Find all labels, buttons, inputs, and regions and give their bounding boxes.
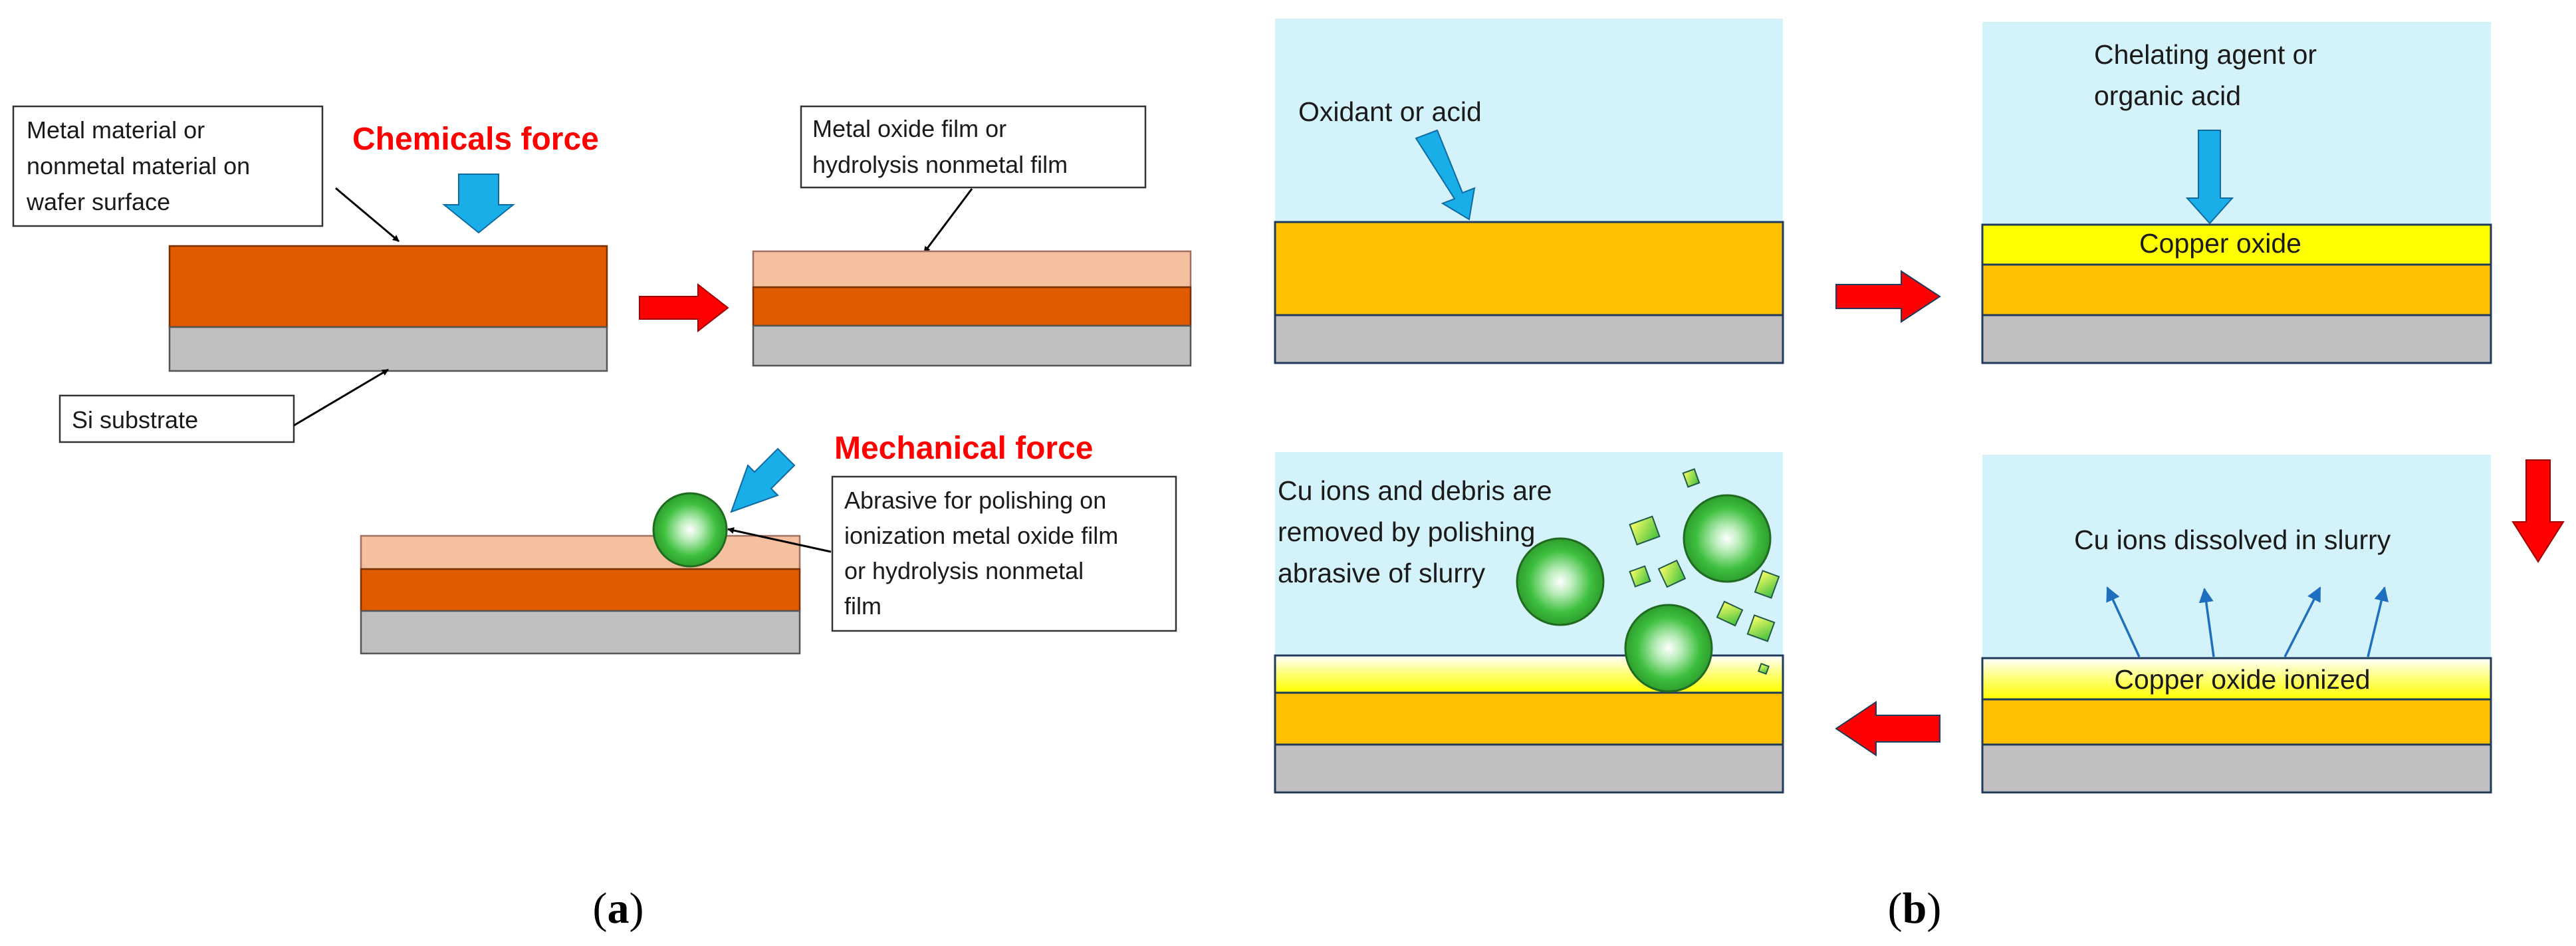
wafer-stack-initial: [168, 245, 608, 372]
abrasive-particle-icon: [1516, 537, 1605, 626]
wafer-stack-polishing: [360, 534, 801, 655]
panel-b-caption: (b): [1888, 884, 1942, 933]
step-ionization: Cu ions dissolved in slurry Copper oxide…: [1981, 455, 2492, 794]
abrasive-particle-icon: [1683, 494, 1772, 583]
abrasive-particle-icon: [1624, 604, 1713, 693]
step-arrow-right-icon: [1835, 270, 1941, 323]
abrasive-line-3: or hydrolysis nonmetal: [844, 557, 1084, 584]
panel-a: Metal material or nonmetal material on w…: [12, 105, 1192, 933]
panel-a-caption: (a): [593, 884, 644, 933]
chemicals-force-label: Chemicals force: [352, 122, 599, 157]
oxidant-label: Oxidant or acid: [1298, 96, 1482, 127]
panel-b: Oxidant or acid Chelating agent or organ…: [1274, 19, 2565, 933]
abrasive-particle-icon: [652, 492, 728, 568]
mechanical-force-label: Mechanical force: [834, 431, 1093, 466]
metal-material-line-2: nonmetal material on: [27, 152, 250, 179]
oxide-film-callout: Metal oxide film or hydrolysis nonmetal …: [800, 105, 1147, 253]
mechanical-force-arrow-icon: [730, 447, 796, 513]
metal-material-line-3: wafer surface: [26, 188, 170, 215]
step-arrow-down-icon: [2512, 459, 2565, 563]
oxide-film-line-2: hydrolysis nonmetal film: [812, 151, 1068, 178]
abrasive-line-1: Abrasive for polishing on: [844, 487, 1106, 514]
abrasive-line-4: film: [844, 592, 881, 620]
oxidant-arrow-icon: [1415, 129, 1476, 221]
metal-material-callout: Metal material or nonmetal material on w…: [12, 105, 400, 243]
debris-fragments: [1629, 468, 1780, 675]
removal-label-line-1: Cu ions and debris are: [1278, 475, 1552, 506]
step-arrow-left-icon: [1835, 701, 1940, 757]
step-oxidation: Oxidant or acid: [1274, 19, 1784, 364]
step-chelation: Chelating agent or organic acid Copper o…: [1981, 22, 2492, 364]
oxide-film-line-1: Metal oxide film or: [812, 115, 1006, 142]
abrasive-callout: Abrasive for polishing on ionization met…: [727, 475, 1177, 632]
si-substrate-callout: Si substrate: [59, 368, 389, 443]
wafer-stack-oxidized: [752, 250, 1192, 367]
cu-ions-dissolved-label: Cu ions dissolved in slurry: [2074, 525, 2391, 555]
chelating-label-line-2: organic acid: [2094, 80, 2241, 111]
removal-label-line-3: abrasive of slurry: [1278, 558, 1486, 588]
metal-material-line-1: Metal material or: [27, 116, 205, 144]
step-removal: Cu ions and debris are removed by polish…: [1274, 452, 1784, 794]
si-substrate-label: Si substrate: [72, 406, 198, 433]
chelating-label-line-1: Chelating agent or: [2094, 39, 2317, 70]
removal-label-line-2: removed by polishing: [1278, 517, 1535, 547]
abrasive-line-2: ionization metal oxide film: [844, 522, 1118, 549]
copper-oxide-label: Copper oxide: [2139, 228, 2301, 259]
process-arrow-right-icon: [639, 283, 729, 333]
chelating-arrow-icon: [2185, 130, 2234, 225]
copper-oxide-ionized-label: Copper oxide ionized: [2114, 664, 2370, 695]
chemical-force-arrow-icon: [442, 174, 515, 234]
